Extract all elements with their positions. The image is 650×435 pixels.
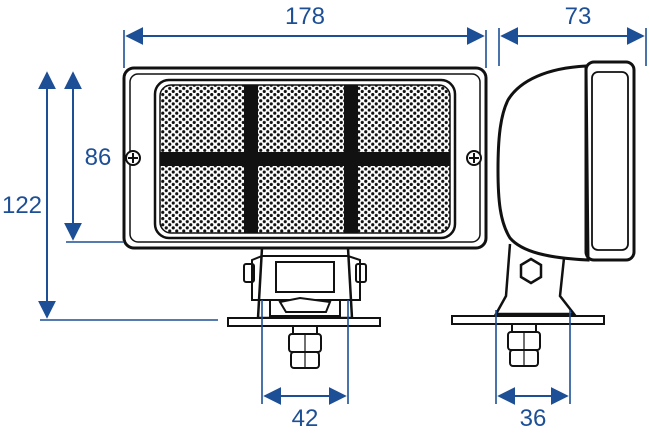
dimension-bracket-width: 42 (261, 300, 349, 432)
lens-frame (153, 78, 457, 240)
side-bracket (493, 243, 577, 316)
dim-label-depth: 73 (565, 3, 592, 30)
screw-left-icon (125, 150, 141, 166)
side-mount-plate (451, 315, 605, 325)
front-bracket (243, 247, 367, 320)
screw-right-icon (466, 150, 482, 166)
dimension-width: 178 (123, 3, 487, 68)
dim-label-lens-height: 86 (85, 144, 112, 171)
front-housing-outer (122, 66, 488, 250)
front-bolt (288, 325, 322, 369)
dim-label-side-bracket-width: 36 (520, 405, 547, 432)
dimension-total-height: 122 (2, 71, 218, 321)
dim-label-total-height: 122 (2, 192, 42, 219)
dimension-depth: 73 (498, 3, 647, 66)
side-body (496, 64, 590, 262)
front-view (122, 66, 488, 369)
side-bolt (507, 323, 541, 367)
dimension-lens-height: 86 (64, 71, 124, 243)
hex-nut-icon (519, 257, 543, 285)
dimension-side-bracket-width: 36 (495, 310, 571, 432)
dim-label-width: 178 (285, 3, 325, 30)
lens-horizontal-bar (160, 152, 450, 166)
side-bezel-outer (584, 60, 636, 262)
side-view (451, 60, 636, 367)
front-mount-plate (227, 317, 381, 327)
dim-label-bracket-width: 42 (292, 405, 319, 432)
side-bezel-inner (591, 71, 629, 251)
